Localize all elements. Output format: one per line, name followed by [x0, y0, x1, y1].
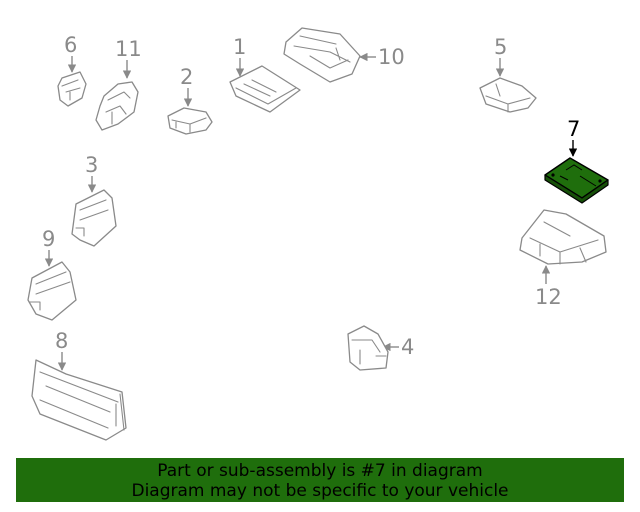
banner-line-1: Part or sub-assembly is #7 in diagram [157, 461, 483, 481]
part-10-shape [283, 27, 361, 83]
part-12-shape [519, 209, 607, 265]
part-9-shape [27, 261, 77, 321]
part-9[interactable]: 9 [27, 227, 77, 321]
part-5-shape [479, 77, 537, 113]
callout-1: 1 [233, 35, 246, 59]
part-7[interactable]: 7 [544, 117, 609, 204]
callout-4: 4 [401, 335, 414, 359]
part-11-shape [95, 81, 139, 131]
part-2-shape [167, 107, 213, 135]
part-1-shape [229, 65, 301, 113]
banner-line-2: Diagram may not be specific to your vehi… [131, 481, 509, 501]
callout-12: 12 [535, 285, 562, 309]
part-8-shape [31, 359, 127, 441]
part-7-edge [544, 174, 609, 204]
part-2[interactable]: 2 [167, 65, 213, 135]
info-banner: Part or sub-assembly is #7 in diagram Di… [16, 458, 624, 502]
callout-10: 10 [378, 45, 405, 69]
part-12[interactable]: 12 [519, 209, 607, 309]
part-4-shape [347, 325, 389, 371]
part-3-shape [71, 189, 117, 247]
callout-3: 3 [85, 153, 98, 177]
part-8[interactable]: 8 [31, 329, 127, 441]
callout-8: 8 [55, 329, 68, 353]
callout-9: 9 [42, 227, 55, 251]
part-10[interactable]: 10 [283, 27, 405, 83]
part-4[interactable]: 4 [347, 325, 414, 371]
callout-11: 11 [115, 37, 142, 61]
part-6[interactable]: 6 [57, 33, 87, 107]
part-1[interactable]: 1 [229, 35, 301, 113]
part-3[interactable]: 3 [71, 153, 117, 247]
callout-7: 7 [567, 117, 580, 141]
callout-2: 2 [180, 65, 193, 89]
part-5[interactable]: 5 [479, 35, 537, 113]
callout-5: 5 [494, 35, 507, 59]
part-11[interactable]: 11 [95, 37, 142, 131]
callout-6: 6 [64, 33, 77, 57]
part-6-shape [57, 71, 87, 107]
parts-diagram: 6 11 2 1 10 5 7 [27, 27, 609, 441]
